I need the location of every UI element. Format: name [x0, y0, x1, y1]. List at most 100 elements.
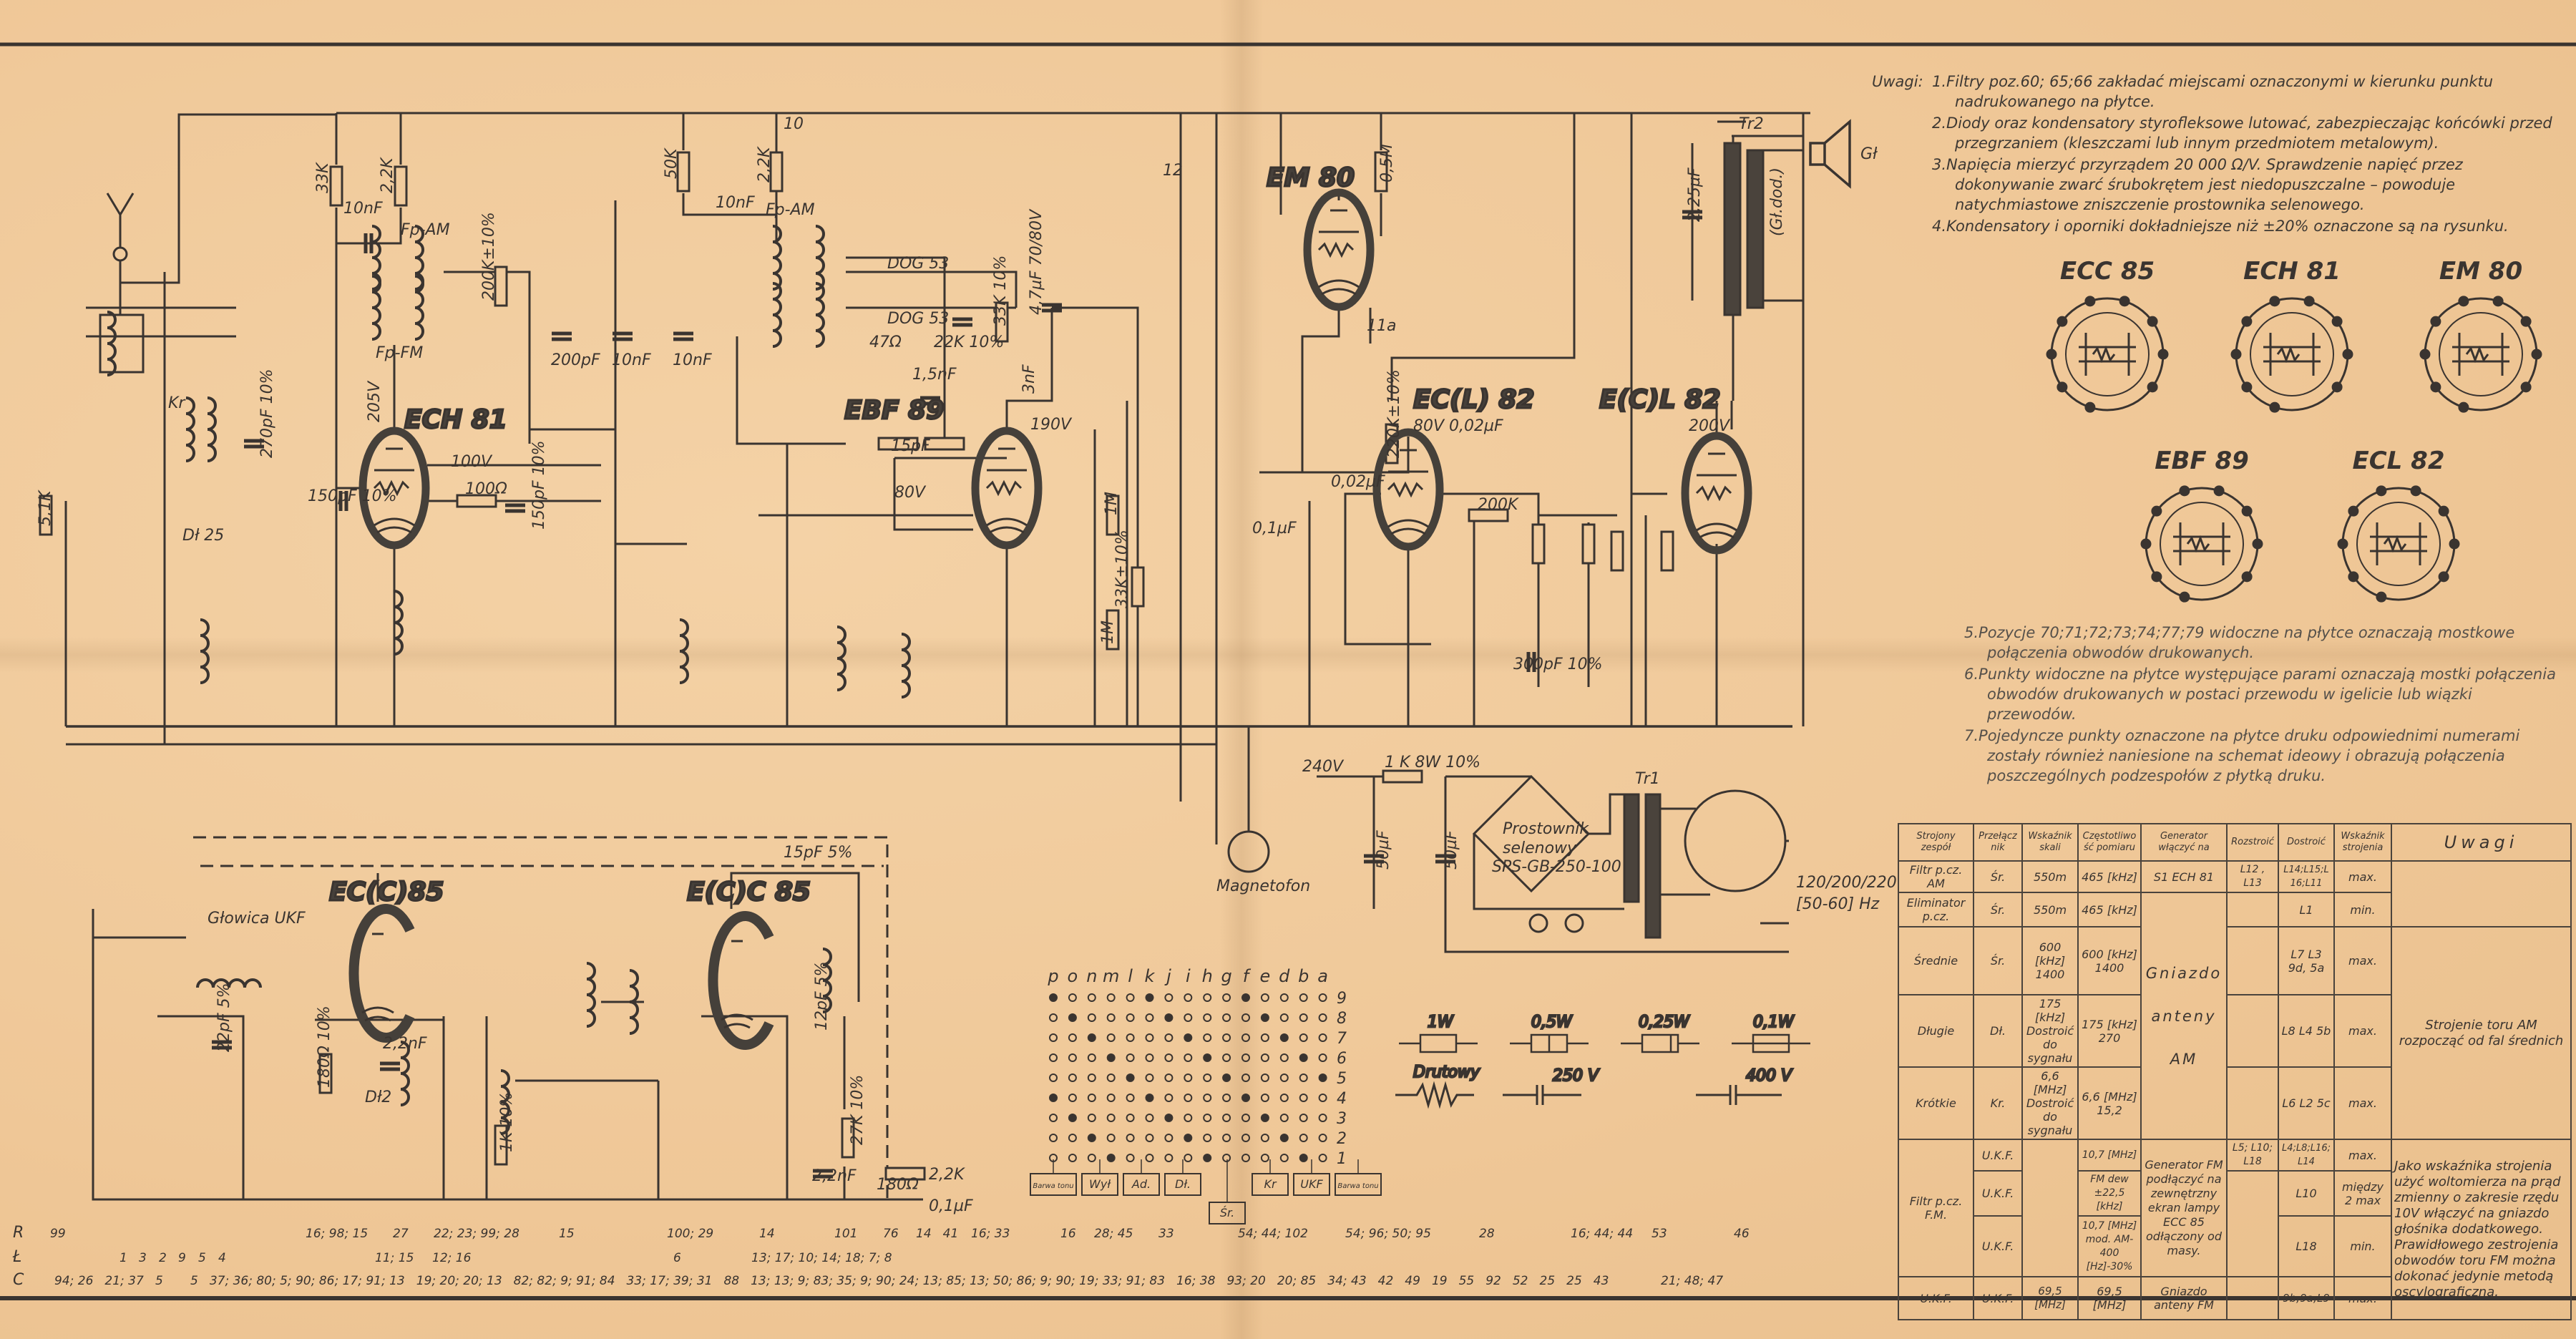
connector-pin — [1260, 1053, 1269, 1062]
coil — [772, 225, 782, 291]
resistor — [1106, 609, 1120, 651]
th-generator: Generator włączyć na — [2140, 823, 2228, 862]
parts-entry: 52 — [1513, 1274, 1528, 1288]
capacitor — [1364, 854, 1384, 864]
parts-entry: 16; 33 — [971, 1227, 1010, 1241]
connector-pin — [1222, 1134, 1231, 1142]
tube-base-label: ECH 81 — [2243, 257, 2341, 286]
component-label: 220K±10% — [1385, 369, 1403, 458]
component-label: 15pF — [891, 437, 930, 455]
connector-pin — [1126, 1114, 1135, 1122]
component-label: [50-60] Hz — [1796, 895, 1880, 913]
connector-pin — [1222, 1114, 1231, 1122]
connector-pin — [1260, 1013, 1269, 1022]
paper-fold-horizontal — [0, 637, 2576, 673]
connector-pin — [1203, 1134, 1212, 1142]
component-label: 190V — [1030, 416, 1073, 434]
parts-entry: 21; 37 — [104, 1274, 144, 1288]
connector-pin — [1299, 1134, 1308, 1142]
connector-column-label: n — [1086, 966, 1097, 986]
connector-pin — [1318, 1154, 1327, 1162]
coil — [629, 969, 639, 1035]
connector-pin — [1184, 1114, 1193, 1122]
connector-pin — [1164, 1094, 1174, 1102]
connector-pin — [1145, 1134, 1154, 1142]
connector-pin — [1106, 993, 1116, 1002]
resistor — [995, 301, 1009, 343]
coil — [901, 633, 911, 698]
resistor — [884, 1167, 926, 1181]
connector-pin — [1145, 1114, 1154, 1122]
connector-row-label: 8 — [1337, 1010, 1347, 1028]
connector-pin — [1222, 1073, 1231, 1082]
pilot-lamp-2 — [1564, 913, 1584, 933]
cell: 550m — [2021, 860, 2079, 893]
table-row: Filtr p.cz. AM Śr. 550m 465 [kHz] S1 ECH… — [1898, 860, 2572, 927]
cell: Krótkie — [1898, 1066, 1974, 1140]
cell-uwagi-am: Strojenie toru AM rozpocząć od fal średn… — [2391, 926, 2572, 1140]
component-label: 5,1K — [36, 490, 54, 526]
parts-row-label: C — [13, 1271, 24, 1289]
cell: U.K.F. — [1973, 1170, 2023, 1217]
connector-pin — [1184, 1013, 1193, 1022]
tube-ecl82-pentode — [1681, 432, 1752, 555]
connector-pin — [1279, 1033, 1289, 1042]
parts-entry: 16; 44; 44 — [1571, 1227, 1633, 1241]
connector-pin — [1299, 1154, 1308, 1162]
legend-05w: 0,5W — [1531, 1013, 1573, 1031]
th-skala: Wskaźnik skali — [2021, 823, 2079, 862]
component-label: 2,2nF — [812, 1167, 857, 1185]
cell: L7 L3 9d, 5a — [2278, 926, 2335, 995]
resistor — [1468, 508, 1509, 522]
connector-pin — [1126, 993, 1135, 1002]
wiring — [64, 112, 1851, 1202]
connector-pin — [1068, 1114, 1077, 1122]
component-label: 200V — [1689, 417, 1731, 435]
connector-row-label: 3 — [1337, 1110, 1347, 1128]
connector-pin — [1318, 1033, 1327, 1042]
cell: 69,5 [MHz] — [2077, 1276, 2142, 1320]
component-label: 2,2K — [379, 157, 396, 193]
connector-pin — [1279, 993, 1289, 1002]
tube-base-ecc85: ECC 85 — [2046, 257, 2169, 413]
cell: max. — [2333, 926, 2392, 995]
connector-pin — [1087, 1013, 1096, 1022]
component-label: 10nF — [343, 200, 383, 218]
tube-label-em80: EM 80 — [1267, 163, 1355, 193]
connector-pin — [1164, 1013, 1174, 1022]
capacitor — [813, 1169, 833, 1179]
connector-pin — [1260, 1094, 1269, 1102]
component-label: 2,2nF — [383, 1035, 427, 1053]
component-label: 10 — [784, 115, 804, 133]
connector-pin — [1145, 1094, 1154, 1102]
th-zespol: Strojony zespół — [1898, 823, 1974, 862]
connector-pin — [1299, 993, 1308, 1002]
resistor — [39, 495, 53, 536]
component-label: 1M — [1103, 492, 1121, 515]
connector-pin — [1279, 1094, 1289, 1102]
capacitor — [505, 503, 525, 513]
component-label: 1M — [1099, 620, 1117, 644]
connector-column-label: i — [1186, 966, 1191, 986]
cell: L5; L10; L18 — [2226, 1139, 2279, 1172]
connector-pin — [1068, 1073, 1077, 1082]
connector-pin — [1049, 1114, 1058, 1122]
ukf-head-outline — [193, 836, 889, 1202]
tube-ecc85-b — [708, 911, 774, 1050]
connector-box-label: Dł. — [1175, 1177, 1191, 1191]
capacitor — [1042, 303, 1062, 313]
parts-entry: 16; 98; 15 — [306, 1227, 368, 1241]
component-label: 240V — [1302, 758, 1345, 776]
cell: 175 [kHz] 270 — [2077, 994, 2142, 1068]
component-label: Dł2 — [365, 1089, 391, 1106]
connector-column-label: g — [1221, 966, 1231, 986]
connector-pin — [1203, 1114, 1212, 1122]
connector-column-label: m — [1103, 966, 1119, 986]
table-row: Eliminator p.cz. Śr. 550m 465 [kHz] Gnia… — [1898, 892, 2571, 1140]
connector-column-label: j — [1164, 966, 1171, 986]
cell: Kr. — [1973, 1066, 2023, 1140]
connector-pin — [1106, 1033, 1116, 1042]
th-dostroic: Dostroić — [2278, 823, 2335, 862]
connector-pin — [1145, 1013, 1154, 1022]
